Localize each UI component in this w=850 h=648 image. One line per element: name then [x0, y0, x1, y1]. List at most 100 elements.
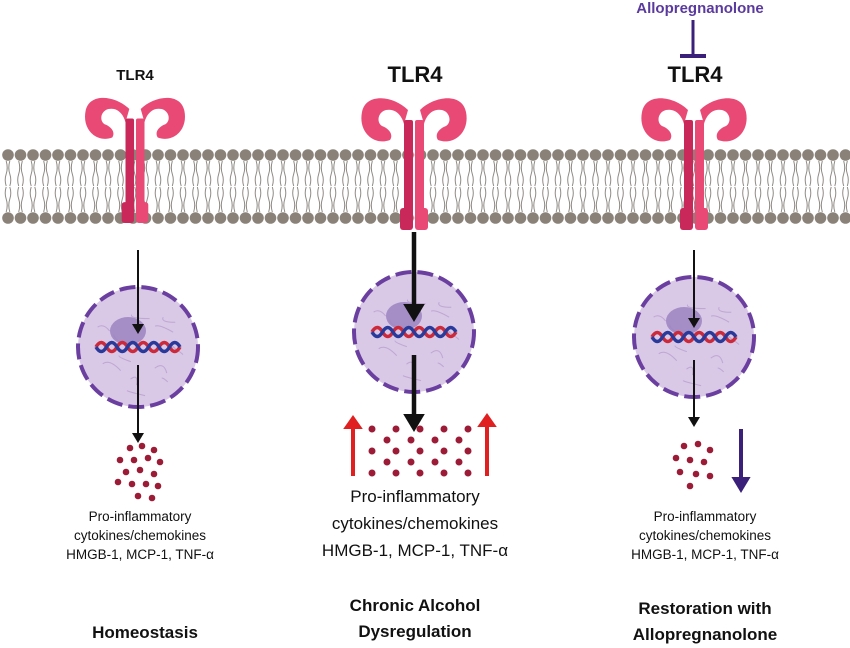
lipid-tail [242, 186, 249, 213]
lipid-head [164, 212, 177, 224]
lipid-head [77, 212, 89, 224]
lipid-head [752, 212, 764, 224]
cytokine-dot [368, 447, 376, 455]
lipid-head [527, 149, 539, 161]
lipid-head [202, 212, 214, 224]
cytokine-dot [148, 494, 156, 502]
lipid-head [27, 149, 39, 161]
lipid-head [289, 149, 302, 161]
receptor-stem [135, 118, 145, 214]
receptor-restoration [641, 98, 747, 230]
allopregnanolone-label: Allopregnanolone [636, 0, 764, 17]
cytokine-dot [130, 456, 138, 464]
lipid-tail [379, 160, 387, 187]
lipid-head [227, 212, 239, 224]
lipid-head [552, 212, 564, 224]
receptors [85, 97, 747, 230]
lipid-head [502, 212, 514, 224]
lipid-tail [642, 186, 649, 213]
lipid-head [264, 149, 277, 161]
cytokine-line-1: Pro-inflammatory [88, 509, 192, 524]
lipid-tail [629, 160, 637, 187]
lipid-head [777, 149, 789, 161]
lipid-tail [217, 186, 224, 213]
lipid-head [464, 149, 477, 161]
lipid-head [527, 212, 539, 224]
receptor-label-alcohol: TLR4 [387, 62, 443, 87]
lipid-head [739, 149, 752, 161]
cytokine-line-3: HMGB-1, MCP-1, TNF-α [66, 547, 214, 562]
receptor-label-homeostasis: TLR4 [116, 67, 154, 84]
receptor-stem [684, 120, 693, 220]
lipid-tail [267, 186, 274, 213]
cytokine-dot [464, 425, 472, 433]
cytokine-dot [138, 442, 146, 450]
lipid-tail [817, 186, 824, 213]
cytokine-dot [150, 470, 158, 478]
lipid-head [439, 149, 452, 161]
cytokine-dot [440, 447, 448, 455]
lipid-head [39, 149, 52, 161]
lipid-tail [717, 160, 724, 187]
lipid-head [439, 212, 452, 224]
lipid-tail [829, 160, 837, 187]
lipid-head [564, 212, 577, 224]
arrow-head [132, 324, 144, 334]
lipid-tail [792, 186, 799, 213]
lipid-head [577, 212, 589, 224]
lipid-tail [592, 186, 599, 213]
cytokine-cluster-restoration [672, 440, 714, 490]
cytokine-dot [416, 447, 424, 455]
lipid-head [764, 212, 777, 224]
lipid-tail [204, 160, 212, 187]
lipid-head [614, 149, 627, 161]
lipid-head [639, 212, 652, 224]
cytokine-dot [416, 469, 424, 477]
lipid-tail [742, 186, 749, 213]
cytokine-dot [455, 436, 463, 444]
lipid-tail [829, 186, 837, 213]
lipid-tail [17, 186, 24, 213]
lipid-head [514, 212, 527, 224]
lipid-head [214, 149, 227, 161]
lipid-tail [342, 186, 349, 213]
lipid-head [302, 212, 314, 224]
cytokine-dot [700, 458, 708, 466]
cytokine-dot [686, 456, 694, 464]
cytokine-dot [383, 436, 391, 444]
lipid-tail [154, 160, 162, 187]
lipid-head [827, 149, 839, 161]
lipid-head [364, 149, 377, 161]
lipid-head [789, 212, 802, 224]
nucleolus [110, 317, 146, 345]
lipid-head [714, 212, 727, 224]
lipid-head [702, 149, 714, 161]
lipid-tail [154, 186, 162, 213]
lipid-tail [629, 186, 637, 213]
lipid-tail [667, 160, 674, 187]
lipid-tail [504, 186, 512, 213]
lipid-head [352, 212, 364, 224]
cytokine-dot [392, 469, 400, 477]
lipid-head [802, 149, 814, 161]
lipid-head [14, 149, 27, 161]
cytokine-dot [672, 454, 680, 462]
lipid-head [252, 149, 264, 161]
receptor-foot [680, 208, 693, 230]
cytokine-dot [126, 444, 134, 452]
cytokine-dot [114, 478, 122, 486]
lipid-tail [742, 160, 749, 187]
lipid-tail [842, 160, 849, 187]
lipid-head [589, 212, 602, 224]
lipid-tail [792, 160, 799, 187]
lipid-tail [654, 186, 662, 213]
lipid-tail [54, 160, 62, 187]
lipid-tail [442, 186, 449, 213]
lipid-tail [29, 160, 37, 187]
lipid-head [664, 149, 677, 161]
lipid-tail [717, 186, 724, 213]
lipid-head [539, 149, 552, 161]
condition-label-homeostasis: Homeostasis [60, 620, 230, 646]
lipid-tail [79, 186, 87, 213]
cytokine-dot [455, 458, 463, 466]
